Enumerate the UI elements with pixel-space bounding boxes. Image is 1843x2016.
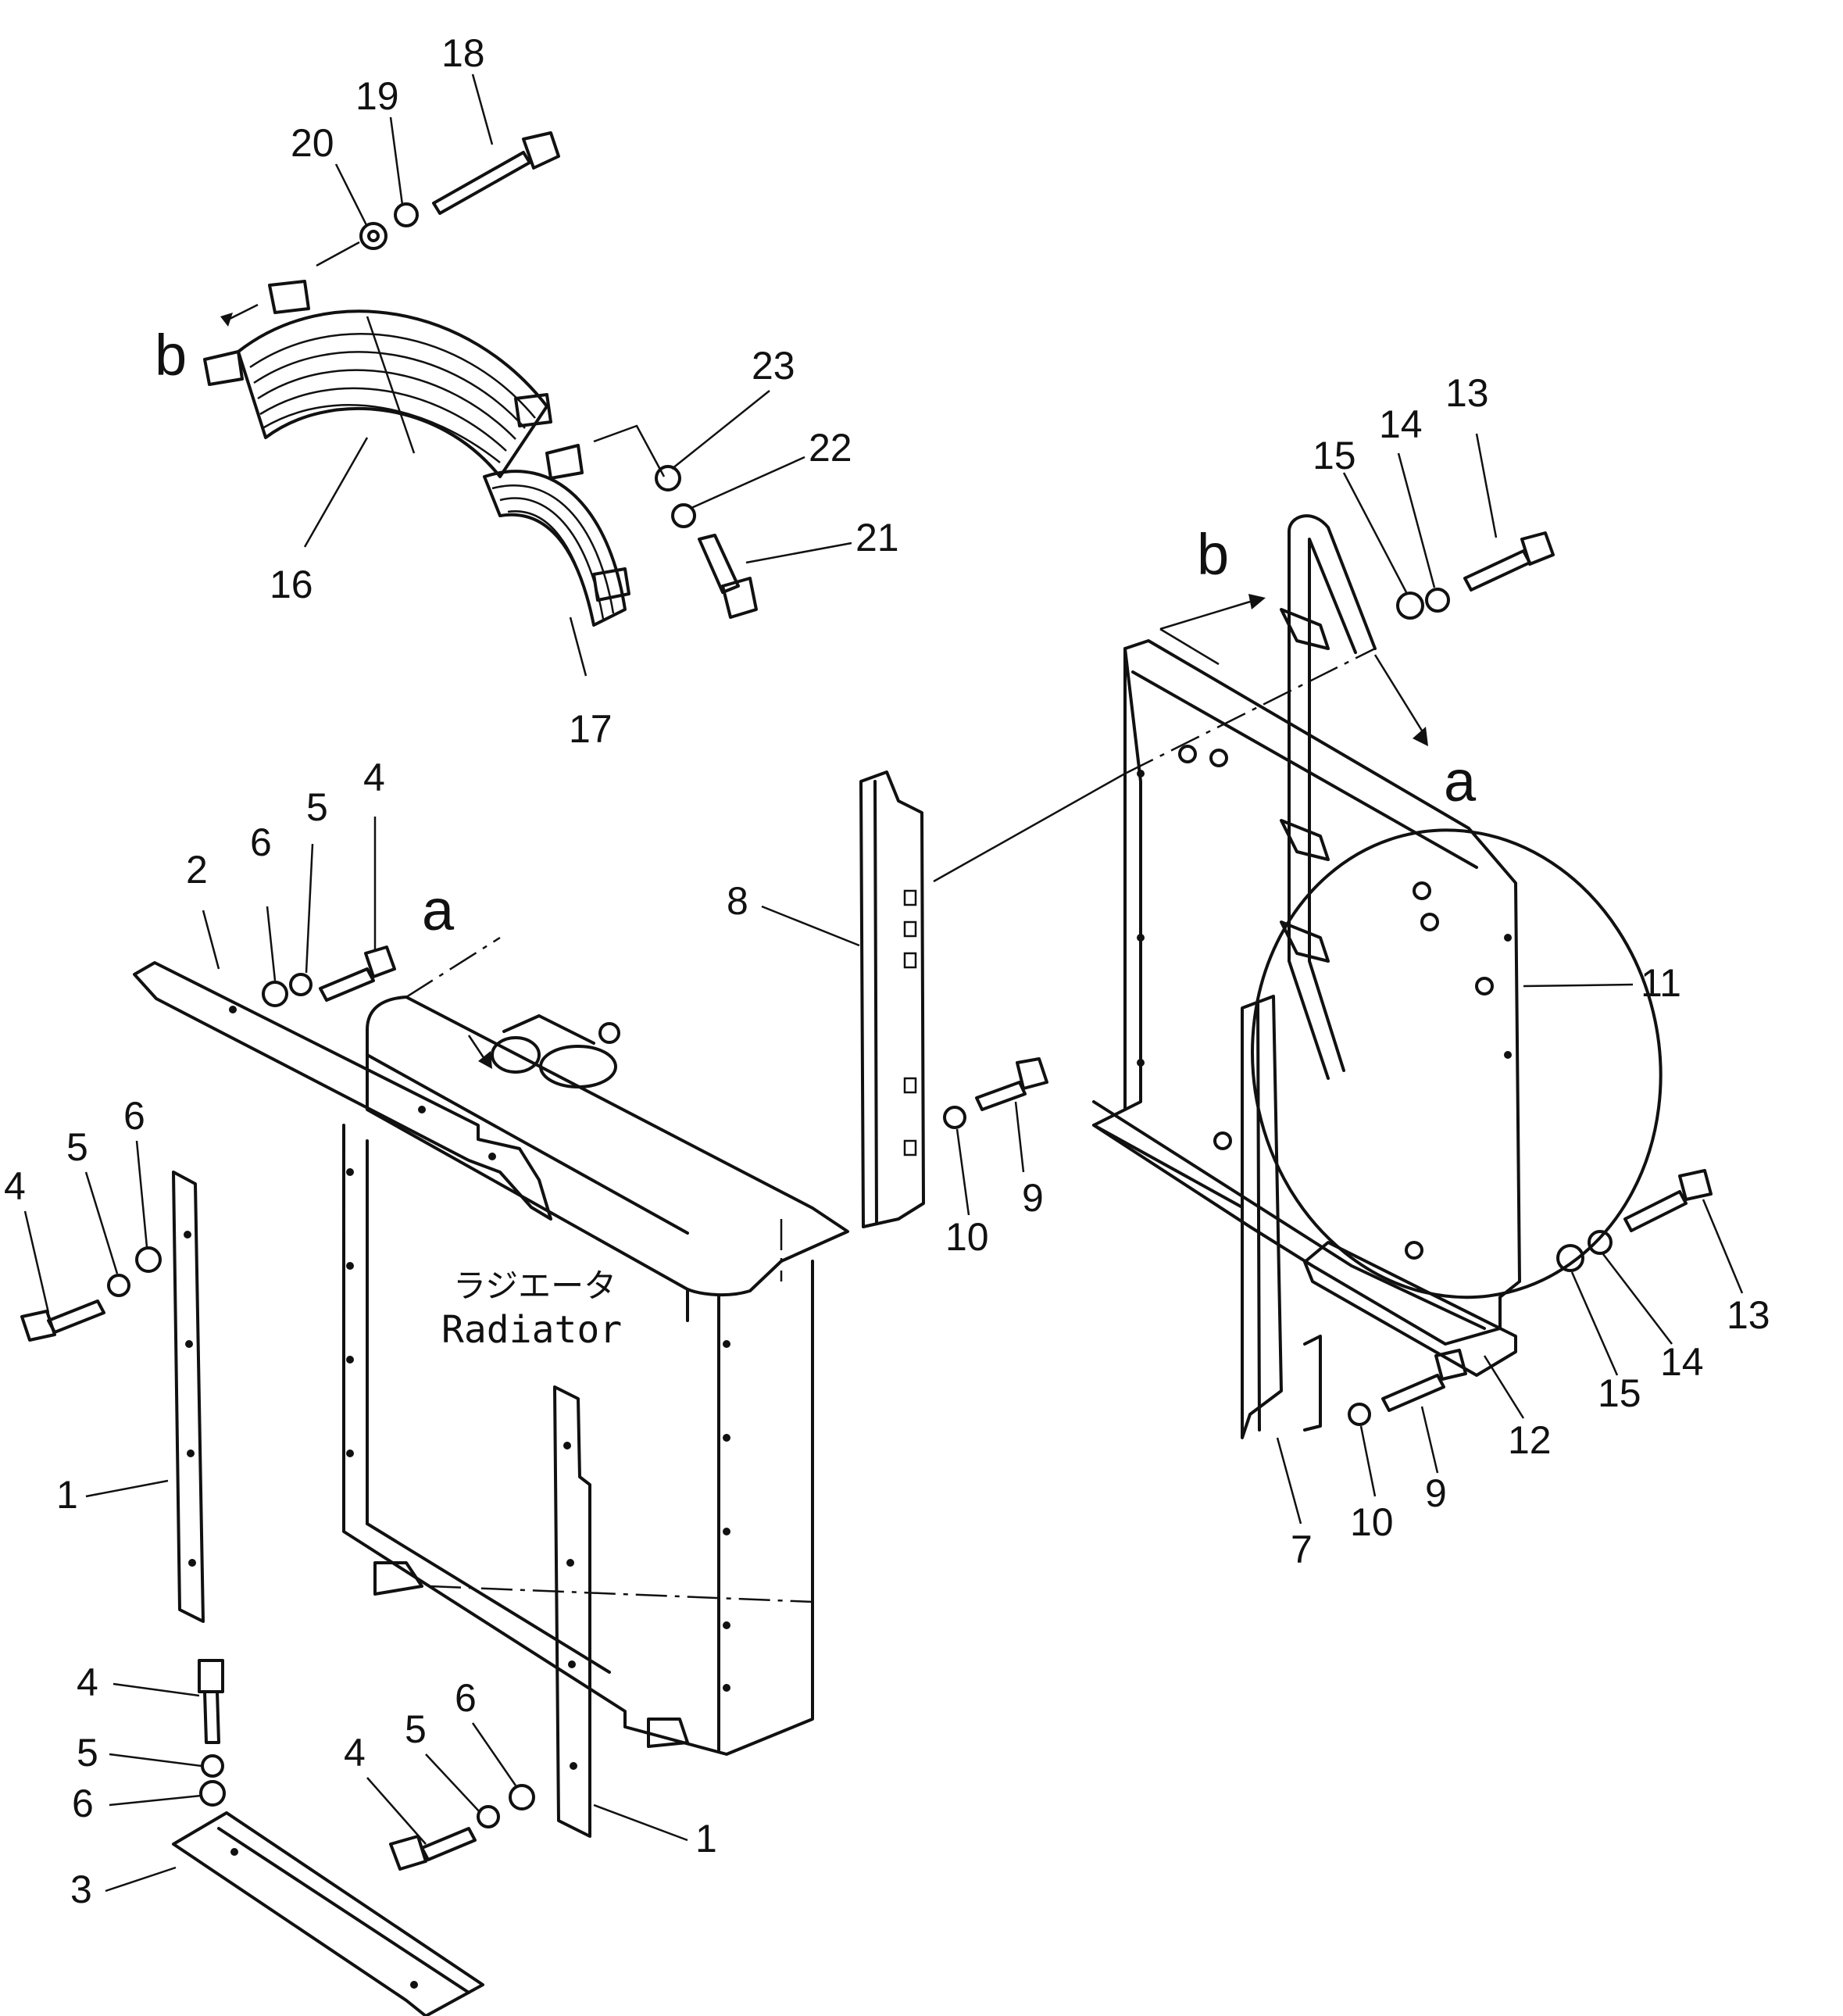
top-strip-part-2 [133,961,552,1221]
callout-3: 3 [70,1868,92,1911]
washer-5-left [107,1274,130,1297]
callout-5-bottom: 5 [405,1707,427,1751]
washer-22 [671,503,696,528]
callout-4-top: 4 [363,756,385,799]
washer-6-left [135,1246,162,1273]
washer-5-bottom [477,1805,500,1828]
callout-8: 8 [727,879,748,923]
washer-10-lower [1348,1403,1371,1426]
callout-1-left: 1 [56,1473,78,1517]
washer-10-upper [943,1106,966,1129]
washer-23 [655,465,681,491]
callout-18: 18 [441,31,485,75]
side-plate-part-7 [1241,995,1322,1439]
callouts: 18 19 20 16 17 23 22 21 13 14 15 11 8 9 … [4,31,1770,1911]
callout-6-bottom-left: 6 [72,1782,94,1825]
bolt-13-upper [1463,531,1555,592]
view-marker-a-right: a [1444,749,1477,813]
callout-17: 17 [569,707,613,751]
callout-13-upper: 13 [1445,371,1489,415]
callout-10-lower: 10 [1350,1500,1394,1544]
callout-16: 16 [270,563,313,606]
washer-5-bottom-left [201,1754,224,1778]
washer-14-lower [1588,1230,1613,1255]
assembly-lines [220,241,1428,1069]
side-plate-part-8 [859,770,925,1228]
washer-20 [359,222,388,250]
callout-21: 21 [855,516,899,559]
callout-23: 23 [752,344,795,388]
callout-6-bottom: 6 [455,1676,477,1720]
callout-4-left: 4 [4,1164,26,1208]
view-marker-b-left: b [155,323,187,388]
callout-9-lower: 9 [1425,1471,1447,1515]
callout-2: 2 [186,848,208,892]
callout-10-upper: 10 [945,1215,989,1259]
callout-4-bottom-left: 4 [77,1660,98,1704]
callout-5-top: 5 [306,785,328,829]
callout-14-lower: 14 [1660,1340,1704,1384]
bolt-9-lower [1381,1349,1467,1412]
bolt-4-bottom [389,1827,477,1871]
radiator-label-jp: ラジエータ [453,1267,616,1305]
view-marker-b-right: b [1197,522,1229,587]
radiator-body [342,936,849,1756]
washer-19 [394,202,419,227]
callout-5-left: 5 [66,1125,88,1169]
callout-6-top: 6 [250,820,272,864]
washer-6-top [262,981,288,1007]
washer-6-bottom-left [199,1780,226,1807]
side-strip-part-1-right [553,1385,591,1838]
callout-15-upper: 15 [1313,434,1356,477]
washer-15-upper [1396,592,1424,620]
view-marker-a-radiator: a [422,878,455,942]
bolt-18 [432,131,560,215]
callout-19: 19 [355,74,399,118]
bottom-strip-part-3 [172,1811,484,2016]
callout-1-right: 1 [695,1817,717,1861]
callout-13-lower: 13 [1727,1293,1770,1337]
callout-11: 11 [1641,961,1681,1005]
bolt-4-bottom-left [198,1659,224,1744]
bolt-13-lower [1623,1169,1713,1232]
oil-cooler-part-16 [203,280,552,478]
callout-22: 22 [809,426,852,470]
bolt-9-upper [975,1057,1048,1111]
callout-14-upper: 14 [1379,402,1423,446]
bolt-4-left [20,1299,105,1342]
callout-6-left: 6 [123,1094,145,1138]
washer-6-bottom [509,1784,535,1810]
radiator-label-en: Radiator [441,1308,622,1352]
callout-15-lower: 15 [1598,1371,1641,1415]
side-strip-part-1-left [172,1171,205,1623]
callout-7: 7 [1291,1528,1313,1571]
bolt-21 [698,534,758,619]
washer-14-upper [1425,588,1450,613]
washer-5-top [289,973,313,996]
washer-15-lower [1556,1244,1584,1272]
hose-tube [1280,514,1377,1080]
callout-12: 12 [1508,1418,1552,1462]
callout-4-bottom: 4 [344,1731,366,1775]
callout-5-bottom-left: 5 [77,1731,98,1775]
shroud-lip-part-12 [1303,1241,1517,1377]
leader-lines [23,73,1744,1893]
fan-shroud-part-11 [1092,639,1663,1346]
callout-9-upper: 9 [1022,1176,1044,1220]
callout-20: 20 [291,121,334,165]
bolt-4-top [319,945,396,1002]
oil-cooler-part-17 [483,444,630,627]
